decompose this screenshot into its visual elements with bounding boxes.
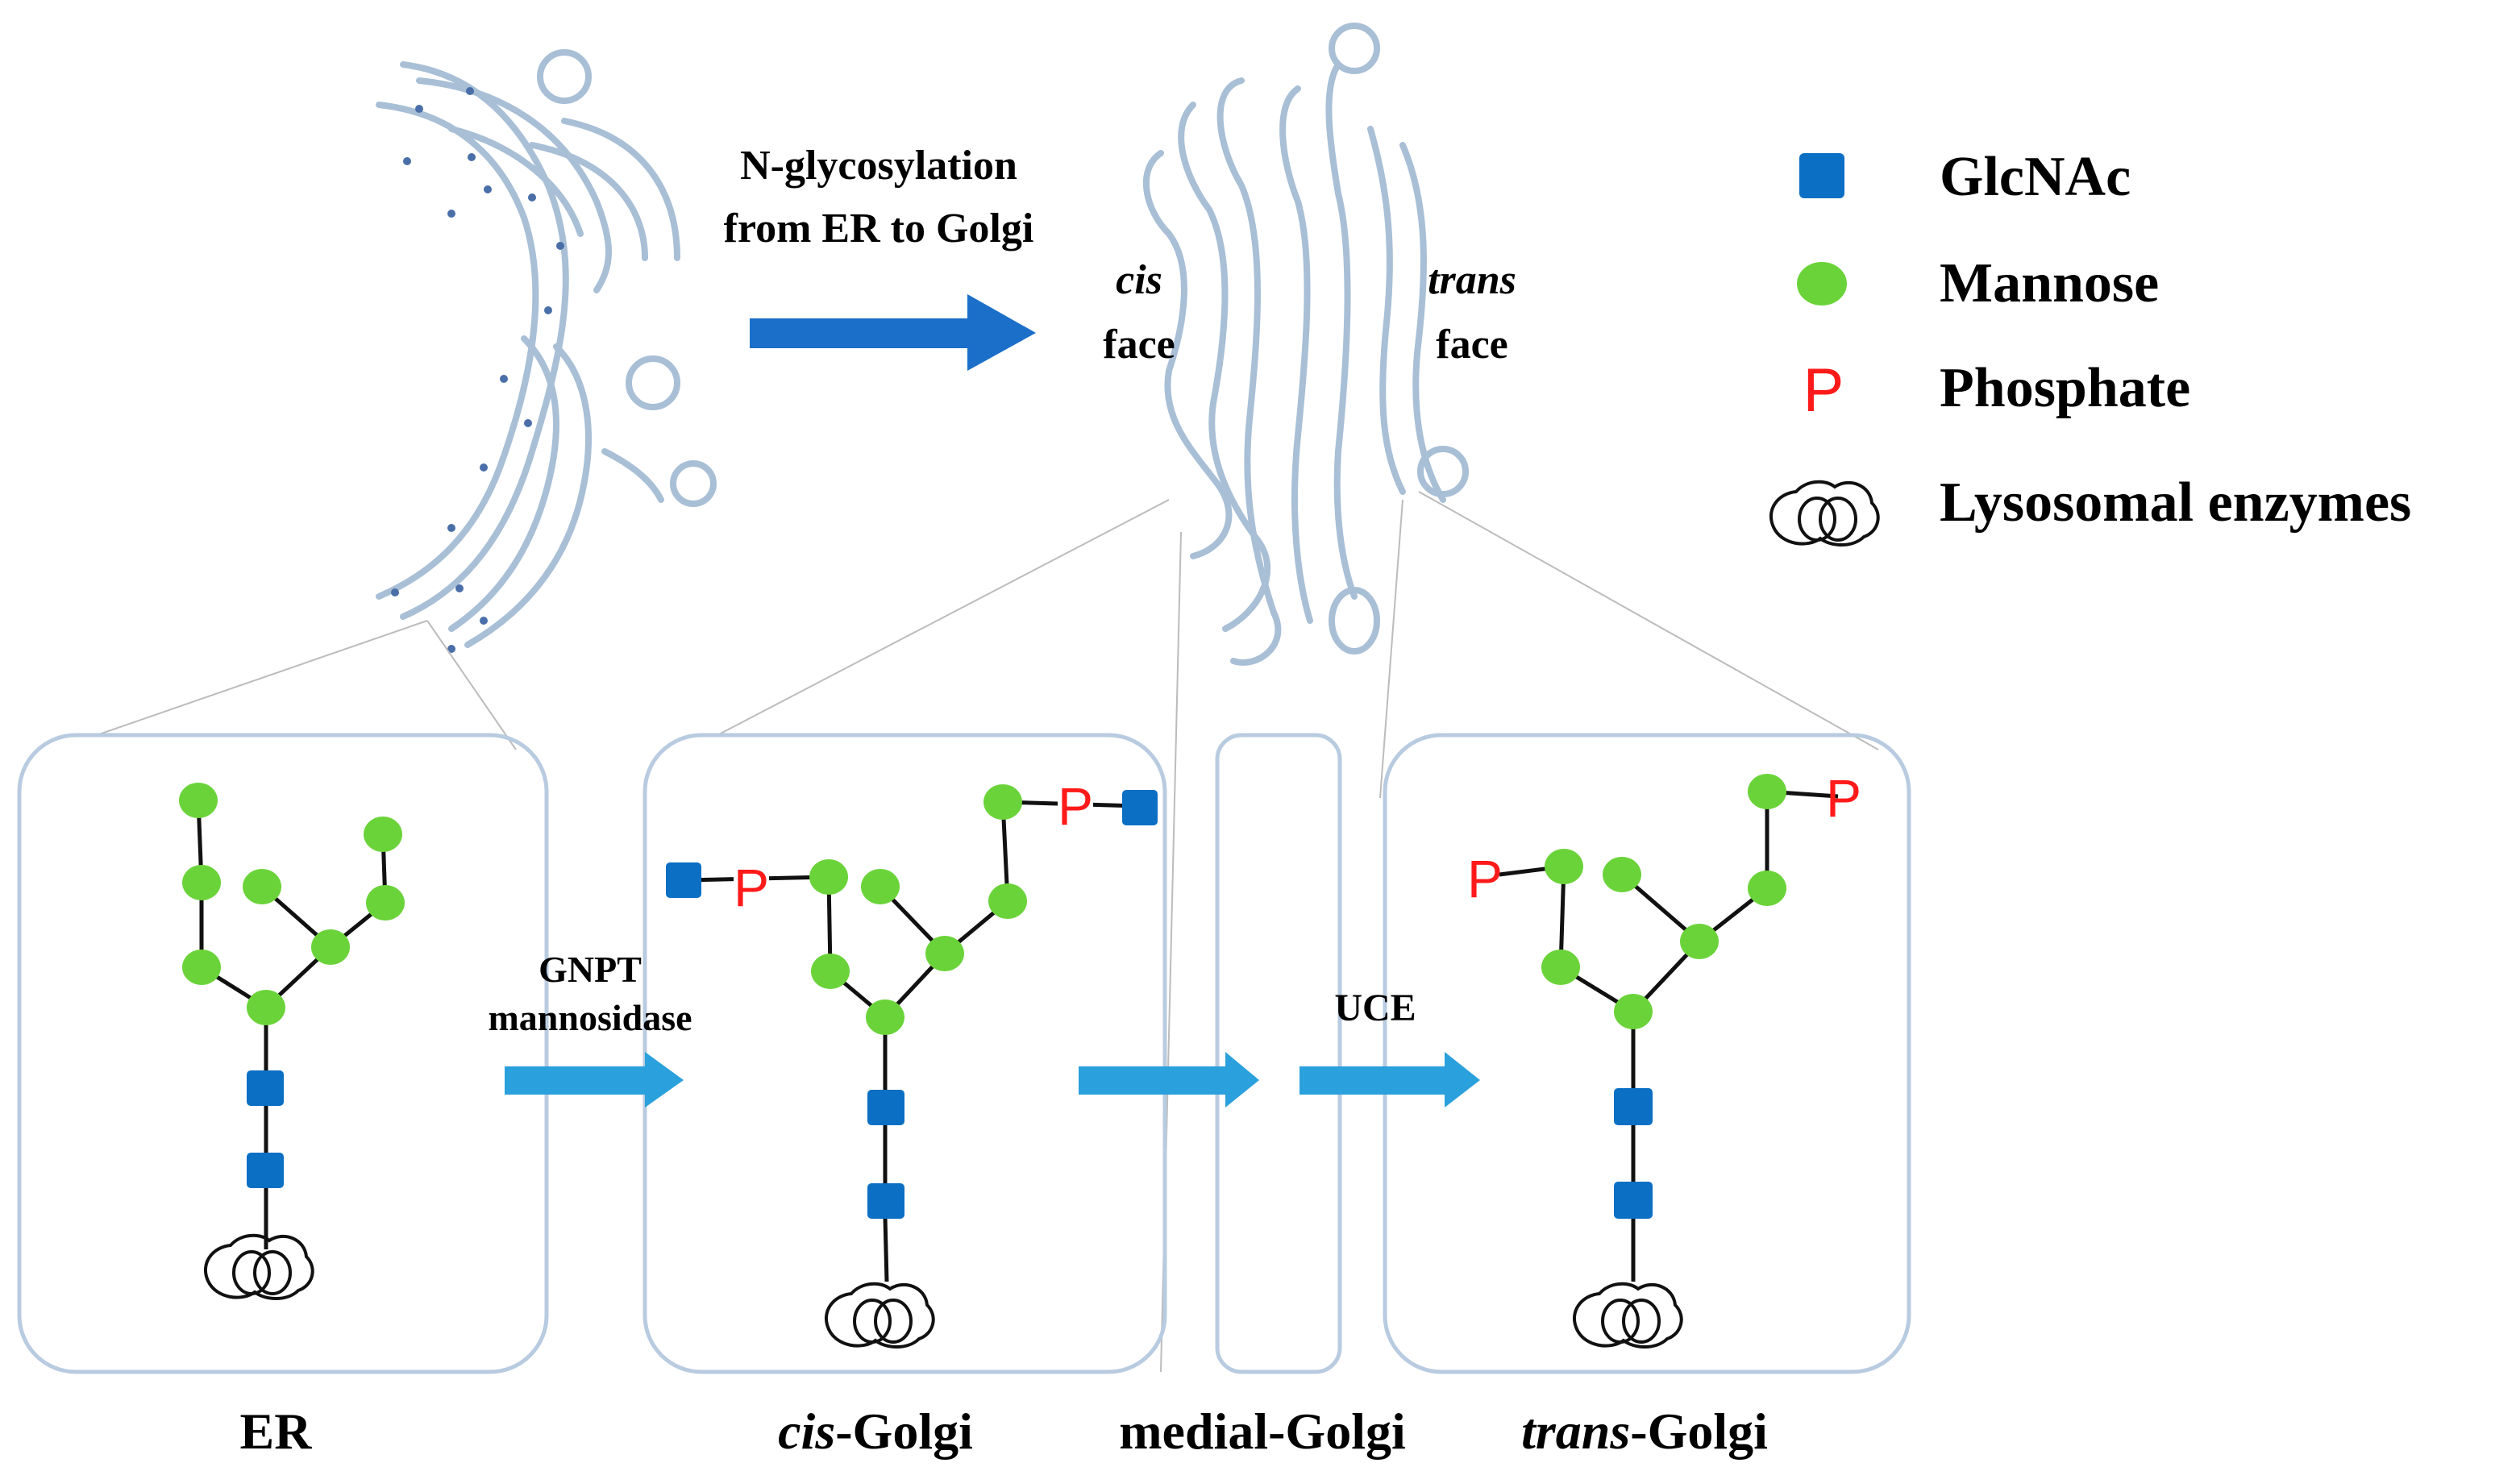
legend-glcnac-label: GlcNAc	[1940, 146, 2131, 208]
step-label-gnpt: GNPT	[539, 949, 642, 990]
legend-enzyme-icon	[1769, 480, 1880, 546]
label-trans-golgi: trans-Golgi	[1521, 1403, 1768, 1460]
step-arrow-er-to-cis	[505, 1052, 684, 1108]
medial-golgi-box	[1215, 733, 1342, 1374]
legend-glcnac-swatch	[1799, 153, 1844, 198]
cis-face-label: cis	[1116, 257, 1162, 303]
legend-phosphate-label: Phosphate	[1940, 357, 2190, 419]
er-box	[17, 733, 549, 1374]
cis-face-label-sub: face	[1103, 322, 1175, 368]
label-er: ER	[240, 1403, 313, 1460]
legend: GlcNAc Mannose P Phosphate Lysosomal enz…	[1769, 146, 2411, 546]
label-cis-golgi: cis-Golgi	[778, 1403, 973, 1460]
trans-golgi-box	[1383, 733, 1911, 1374]
compartment-boxes	[17, 733, 1911, 1374]
zoom-guide-lines	[96, 491, 1879, 1373]
cis-phosphate-left: P	[734, 858, 769, 917]
top-arrow-label-line1: N-glycosylation	[740, 143, 1017, 189]
er-organelle	[376, 49, 717, 648]
legend-enzyme-label: Lysosomal enzymes	[1940, 472, 2411, 534]
trans-face-label-sub: face	[1436, 322, 1507, 368]
legend-mannose-label: Mannose	[1940, 252, 2159, 314]
label-cis-golgi-plain: -Golgi	[835, 1403, 973, 1460]
step-label-uce: UCE	[1334, 987, 1416, 1029]
trans-golgi-glycan: P P	[1467, 768, 1861, 1349]
er-ribosomes	[391, 87, 564, 653]
step-arrow-medial-to-trans	[1300, 1052, 1480, 1108]
er-to-golgi-arrow	[750, 294, 1036, 371]
legend-mannose-swatch	[1797, 262, 1847, 305]
cis-golgi-glycan: P P	[666, 776, 1158, 1349]
label-medial-golgi: medial-Golgi	[1119, 1403, 1406, 1460]
legend-phosphate-symbol: P	[1803, 356, 1844, 425]
trans-face-label: trans	[1428, 257, 1516, 303]
er-glycan	[179, 783, 405, 1300]
top-arrow-label-line2: from ER to Golgi	[724, 206, 1034, 251]
step-label-mannosidase: mannosidase	[488, 997, 692, 1038]
trans-phosphate-right: P	[1826, 768, 1861, 828]
cis-phosphate-right: P	[1058, 776, 1093, 836]
trans-phosphate-left: P	[1467, 849, 1503, 908]
label-trans-golgi-italic: trans	[1521, 1403, 1630, 1460]
label-trans-golgi-plain: -Golgi	[1630, 1403, 1768, 1460]
label-cis-golgi-italic: cis	[778, 1403, 835, 1460]
step-arrow-cis-to-medial	[1079, 1052, 1259, 1108]
golgi-organelle	[1142, 23, 1469, 666]
